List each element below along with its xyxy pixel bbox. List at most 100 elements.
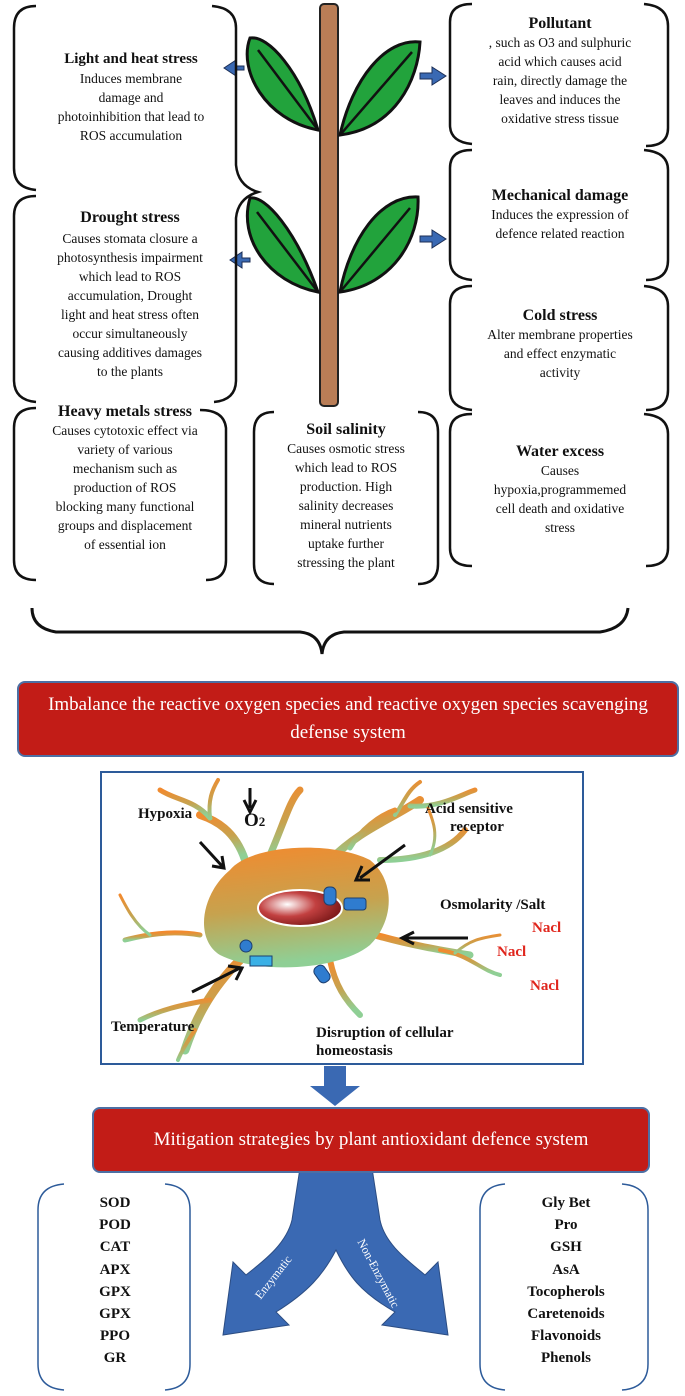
heavy-metals-title: Heavy metals stress [58,403,192,420]
arrow-down [310,1066,360,1106]
nacl-label-1: Nacl [532,920,562,936]
non-enzyme-item: Caretenoids [527,1306,605,1323]
light-heat-line: damage and [98,90,164,105]
heavy-metals-line: variety of various [77,442,173,457]
acid-receptor-line: receptor [450,819,504,835]
fork-arrow [222,1167,449,1336]
arrow-temperature [191,964,245,994]
soil-salinity-line: uptake further [307,536,385,551]
pollutant-line: acid which causes acid [498,54,622,69]
cold-line: and effect enzymatic [503,346,617,361]
arrow-hypoxia [198,840,226,870]
non-enzyme-item: Phenols [540,1350,591,1367]
mitigation-text: Mitigation strategies by plant antioxida… [153,1129,589,1150]
pollutant-line: , such as O3 and sulphuric [488,35,632,50]
enzyme-item: POD [99,1217,131,1234]
non-enzyme-item: Flavonoids [530,1328,602,1345]
plant-leaves [245,36,422,294]
enzyme-item: SOD [99,1195,131,1211]
pollutant-title: Pollutant [528,15,592,32]
pollutant-stress: Pollutant , such as O3 and sulphuric aci… [458,14,662,128]
arrow-osmolarity [398,930,468,946]
non-enzyme-item: Pro [554,1217,578,1234]
soil-salinity-title: Soil salinity [306,421,386,438]
light-heat-line: ROS accumulation [79,128,183,143]
drought-line: causing additives damages [58,345,202,360]
soil-salinity-line: salinity decreases [298,498,394,513]
heavy-metals-line: blocking many functional [55,499,195,514]
light-heat-line: photoinhibition that lead to [57,109,205,124]
summary-brace [30,607,630,655]
soil-salinity: Soil salinity Causes osmotic stress whic… [258,420,434,572]
arrow-o2 [242,788,258,816]
list-brackets [37,1183,649,1391]
nucleus [257,889,343,927]
heavy-metals-line: Causes cytotoxic effect via [52,423,198,438]
cell-arrows [191,788,468,994]
disruption-label: Disruption of cellular homeostasis [316,1024,454,1060]
light-heat-stress: Light and heat stress Induces membrane d… [28,50,234,145]
acid-receptor-line: Acid sensitive [425,801,513,817]
heavy-metals-line: mechanism such as [72,461,178,476]
light-heat-line: Induces membrane [79,71,183,86]
ros-imbalance-banner: Imbalance the reactive oxygen species an… [17,681,679,757]
arrow-right-bottom [419,229,447,249]
cold-stress: Cold stress Alter membrane properties an… [458,306,662,382]
pollutant-line: rain, directly damage the [492,73,628,88]
channel-3 [239,939,253,953]
enzyme-item: PPO [100,1328,130,1345]
pollutant-line: oxidative stress tissue [501,111,619,126]
heavy-metals-line: production of ROS [73,480,177,495]
acid-receptor-label: Acid sensitive receptor [425,800,513,836]
water-excess-line: stress [545,520,575,535]
non-enzyme-item: AsA [552,1261,580,1278]
arrow-right-top [419,66,447,86]
light-heat-title: Light and heat stress [64,51,198,67]
soil-salinity-line: production. High [299,479,393,494]
soil-salinity-line: stressing the plant [297,555,395,570]
osmolarity-label: Osmolarity /Salt [440,897,546,913]
channel-5 [313,964,331,984]
soil-salinity-line: which lead to ROS [294,460,398,475]
disruption-line: homeostasis [316,1043,393,1059]
mechanical-line: Induces the expression of [491,207,629,222]
drought-title: Drought stress [80,209,180,226]
mitigation-banner: Mitigation strategies by plant antioxida… [92,1107,650,1173]
non-enzymatic-list: Gly Bet Pro GSH AsA Tocopherols Careteno… [498,1192,634,1370]
channel-2 [343,897,367,911]
soil-salinity-line: Causes osmotic stress [287,441,405,456]
drought-line: accumulation, Drought [67,288,193,303]
channel-1 [323,886,337,906]
nacl-label-3: Nacl [530,978,560,994]
soil-salinity-line: mineral nutrients [300,517,392,532]
drought-line: Causes stomata closure a [62,231,198,246]
mechanical-damage: Mechanical damage Induces the expression… [458,186,662,243]
non-enzyme-item: GSH [550,1239,582,1256]
mechanical-title: Mechanical damage [491,187,629,204]
water-excess-title: Water excess [515,443,605,460]
neuron-cell [118,778,502,1062]
non-enzyme-item: Gly Bet [541,1195,591,1211]
cold-line: Alter membrane properties [487,327,633,342]
enzyme-item: APX [99,1261,131,1278]
drought-line: which lead to ROS [78,269,182,284]
hypoxia-label: Hypoxia [138,806,193,822]
enzyme-item: GPX [99,1306,131,1323]
mechanical-line: defence related reaction [495,226,625,241]
heavy-metals-stress: Heavy metals stress Causes cytotoxic eff… [20,402,230,554]
drought-line: occur simultaneously [72,326,188,341]
drought-line: photosynthesis impairment [57,250,203,265]
pollutant-line: leaves and induces the [499,92,621,107]
plant-stem [319,3,339,407]
o2-subscript: 2 [258,814,266,829]
drought-stress: Drought stress Causes stomata closure a … [20,208,240,381]
nacl-label-2: Nacl [497,944,527,960]
enzyme-item: GPX [99,1283,131,1300]
channel-4 [249,955,273,967]
enzymatic-list: SOD POD CAT APX GPX GPX PPO GR [60,1192,170,1370]
o2-label: O2 [244,811,266,831]
water-excess-line: Causes [540,463,580,478]
drought-line: light and heat stress often [61,307,199,322]
cold-title: Cold stress [522,307,598,324]
